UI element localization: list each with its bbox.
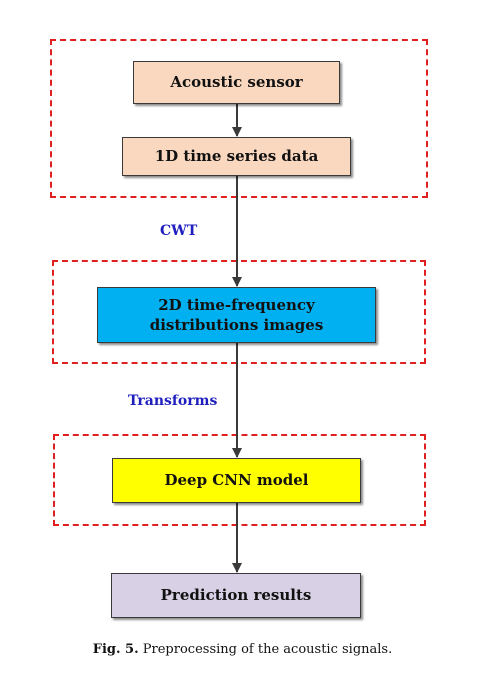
node-time-frequency-images: 2D time-frequency distributions images [97,287,376,343]
figure-caption: Fig. 5. Preprocessing of the acoustic si… [0,642,485,657]
node-prediction-results: Prediction results [111,573,361,618]
caption-text: Preprocessing of the acoustic signals. [142,642,393,657]
node-acoustic-sensor: Acoustic sensor [133,61,340,104]
node-deep-cnn-model: Deep CNN model [112,458,361,503]
group-sensor-stage [50,39,428,198]
edge-label-transforms: Transforms [128,393,218,409]
figure-number: Fig. 5. [92,642,139,657]
edge-label-cwt: CWT [160,223,198,239]
group-cwt-stage [52,260,426,364]
group-cnn-stage [53,434,426,526]
node-time-series-data: 1D time series data [122,137,351,176]
